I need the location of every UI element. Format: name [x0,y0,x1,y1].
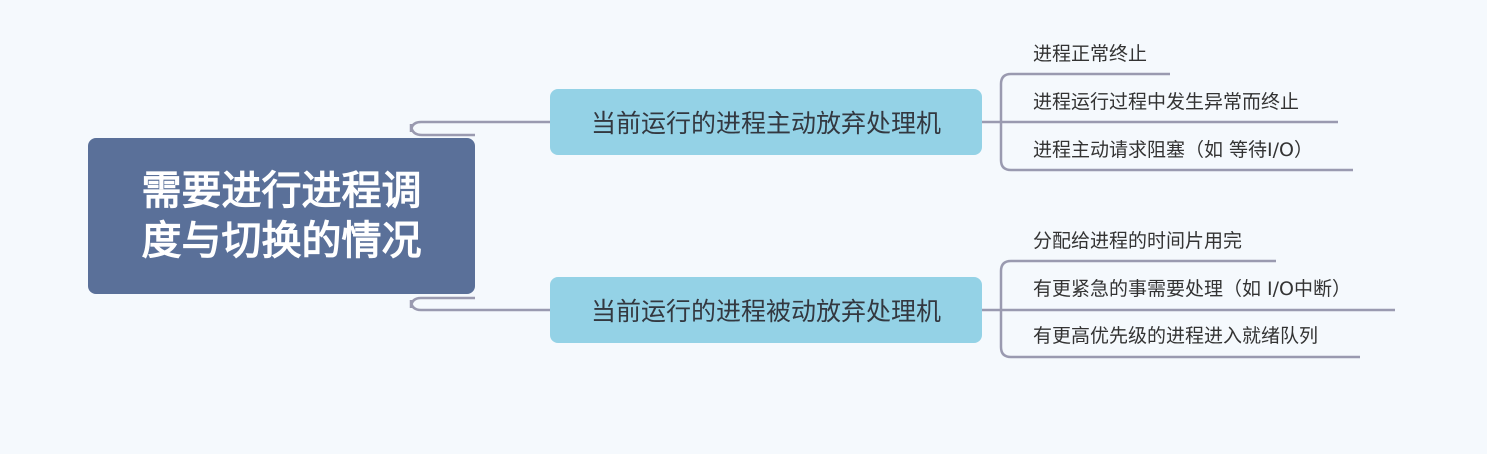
leaf-node-normal-termination[interactable]: 进程正常终止 [1033,42,1147,66]
branch-0-leaf-2-line [999,122,1353,172]
leaf-node-label: 有更紧急的事需要处理（如 I/O中断） [1033,278,1352,300]
root-to-branch-1-line [409,296,550,312]
branch-node-label: 当前运行的进程主动放弃处理机 [590,109,941,138]
leaf-node-label: 分配给进程的时间片用完 [1033,230,1243,252]
leaf-node-label: 进程主动请求阻塞（如 等待I/O） [1033,139,1314,161]
root-node[interactable]: 需要进行进程调度与切换的情况 [88,138,475,294]
branch-node-label: 当前运行的进程被动放弃处理机 [590,297,941,326]
branch-1-leaf-2-line [999,310,1360,359]
leaf-node-request-block[interactable]: 进程主动请求阻塞（如 等待I/O） [1033,138,1313,162]
root-to-branch-0-line [409,120,550,137]
leaf-node-urgent-interrupt[interactable]: 有更紧急的事需要处理（如 I/O中断） [1033,277,1351,301]
branch-1-leaf-0-line [999,259,1276,310]
branch-node-voluntary[interactable]: 当前运行的进程主动放弃处理机 [550,89,982,155]
branch-0-leaf-0-line [999,72,1170,122]
root-node-title: 需要进行进程调度与切换的情况 [141,168,422,264]
leaf-node-time-slice-expired[interactable]: 分配给进程的时间片用完 [1033,229,1242,253]
branch-node-involuntary[interactable]: 当前运行的进程被动放弃处理机 [550,277,982,343]
leaf-node-label: 进程正常终止 [1033,43,1148,65]
leaf-node-label: 进程运行过程中发生异常而终止 [1033,91,1300,113]
leaf-node-abnormal-termination[interactable]: 进程运行过程中发生异常而终止 [1033,90,1299,114]
leaf-node-higher-priority-ready[interactable]: 有更高优先级的进程进入就绪队列 [1033,324,1318,348]
leaf-node-label: 有更高优先级的进程进入就绪队列 [1033,325,1319,347]
